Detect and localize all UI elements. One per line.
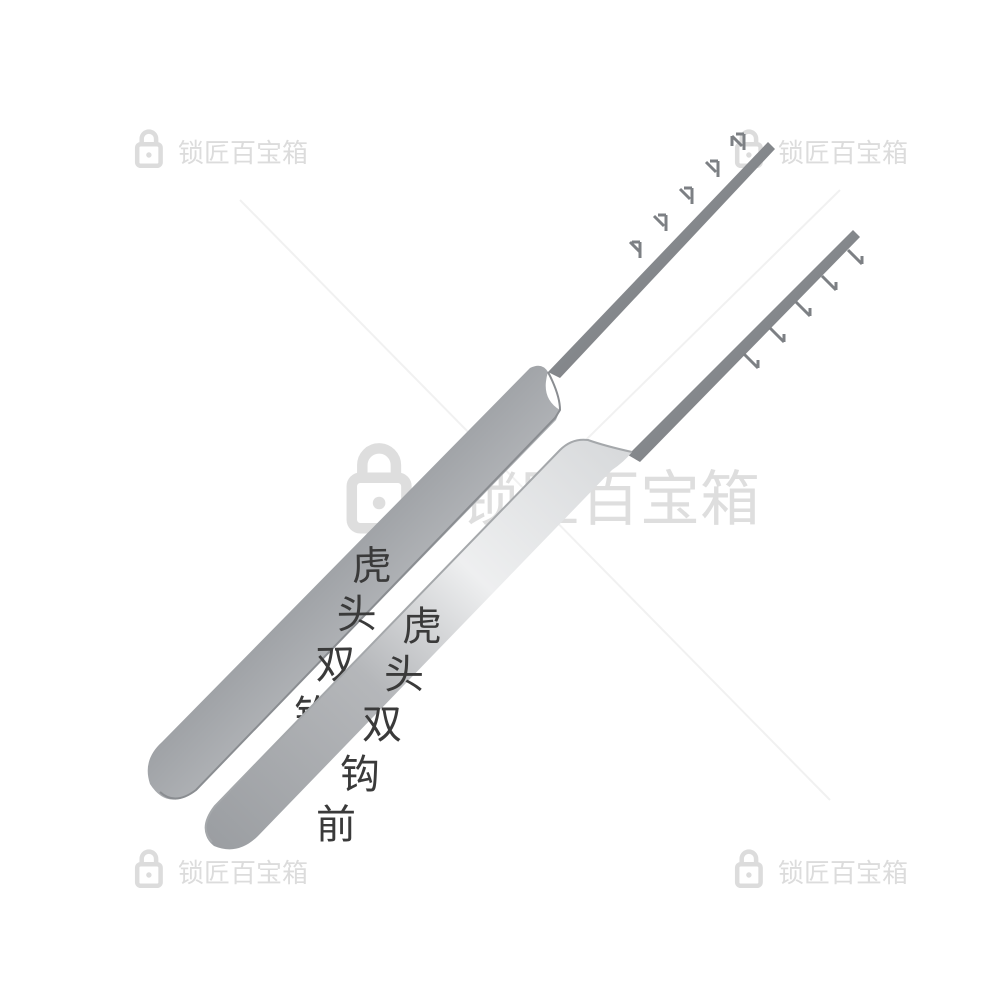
watermark-bottom-left: 锁匠百宝箱 — [134, 849, 308, 889]
engraving-char: 前 — [316, 802, 356, 848]
engraving-char: 头 — [336, 592, 377, 639]
watermark-text: 锁匠百宝箱 — [778, 139, 908, 169]
pick-teeth-right — [742, 248, 864, 370]
engraving-char: 虎 — [351, 543, 392, 590]
pick-pins-left — [628, 134, 744, 254]
watermark-text: 锁匠百宝箱 — [178, 859, 308, 889]
watermark-center: 锁匠百宝箱 — [346, 443, 760, 535]
engraving-right: 虎 头 双 钩 前 — [316, 604, 442, 848]
engraving-char: 钩 — [340, 752, 380, 798]
pick-tool-right: 虎 头 双 钩 前 — [204, 230, 864, 850]
padlock-wrench-icon — [734, 849, 763, 889]
engraving-char: 虎 — [402, 604, 442, 650]
pick-teeth-left — [632, 132, 746, 258]
watermark-text: 锁匠百宝箱 — [778, 859, 908, 889]
watermark-top-left: 锁匠百宝箱 — [134, 129, 308, 169]
watermark-bottom-right: 锁匠百宝箱 — [734, 849, 908, 889]
padlock-wrench-icon — [134, 129, 163, 169]
engraving-char: 头 — [384, 652, 424, 698]
watermark-text: 锁匠百宝箱 — [178, 139, 308, 169]
engraving-char: 双 — [362, 702, 402, 748]
padlock-wrench-icon — [134, 849, 163, 889]
